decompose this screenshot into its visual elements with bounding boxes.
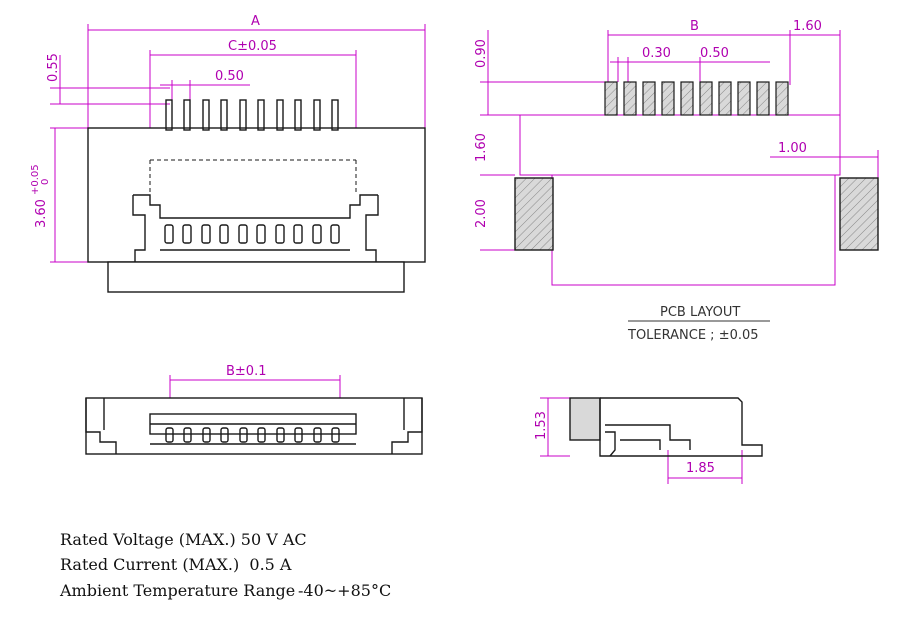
pcb-dim-030-label: 0.30 <box>642 46 671 61</box>
spec-temp-label: Ambient Temperature Range <box>60 581 296 600</box>
front-bottom-pins <box>164 224 340 244</box>
dim-height-tol-zero: 0 <box>40 179 51 185</box>
pcb-side-pad-right <box>839 177 879 251</box>
pcb-dim-050-label: 0.50 <box>700 46 729 61</box>
bottom-pins <box>165 427 340 443</box>
side-view: 1.53 1.85 <box>534 397 763 484</box>
pcb-dim-100-label: 1.00 <box>778 141 807 156</box>
pcb-signal-pads <box>604 81 789 116</box>
front-view: A C±0.05 0.50 0.55 3.60 +0.05 0 <box>30 14 426 293</box>
side-dim-185-label: 1.85 <box>686 461 715 476</box>
pcb-dim-160-side-label: 1.60 <box>474 133 489 162</box>
dim-a-label: A <box>251 14 260 29</box>
bottom-view: B±0.1 <box>85 364 423 455</box>
bottom-dim-b-label: B±0.1 <box>226 364 267 379</box>
pcb-layout-view: B 1.60 0.30 0.50 0.90 1.60 2.00 1.00 <box>474 19 879 343</box>
side-dim-153-label: 1.53 <box>534 411 549 440</box>
dim-pitch-label: 0.50 <box>215 69 244 84</box>
pcb-tolerance-label: TOLERANCE ; ±0.05 <box>627 328 759 343</box>
front-top-pins <box>165 99 339 131</box>
pcb-dim-160-top-label: 1.60 <box>793 19 822 34</box>
spec-temp-value: -40~+85°C <box>298 581 392 600</box>
pcb-dim-090-label: 0.90 <box>474 39 489 68</box>
dim-c-label: C±0.05 <box>228 39 277 54</box>
pcb-side-pad-left <box>514 177 554 251</box>
pcb-dim-200-label: 2.00 <box>474 199 489 228</box>
spec-rated-voltage: Rated Voltage (MAX.) 50 V AC <box>60 530 307 549</box>
dim-height-label: 3.60 <box>34 199 49 228</box>
dim-055-label: 0.55 <box>46 53 61 82</box>
pcb-layout-title: PCB LAYOUT <box>660 305 740 320</box>
spec-rated-current: Rated Current (MAX.) 0.5 A <box>60 555 292 574</box>
dim-height-tol-plus: +0.05 <box>30 164 41 195</box>
pcb-dim-b-label: B <box>690 19 699 34</box>
